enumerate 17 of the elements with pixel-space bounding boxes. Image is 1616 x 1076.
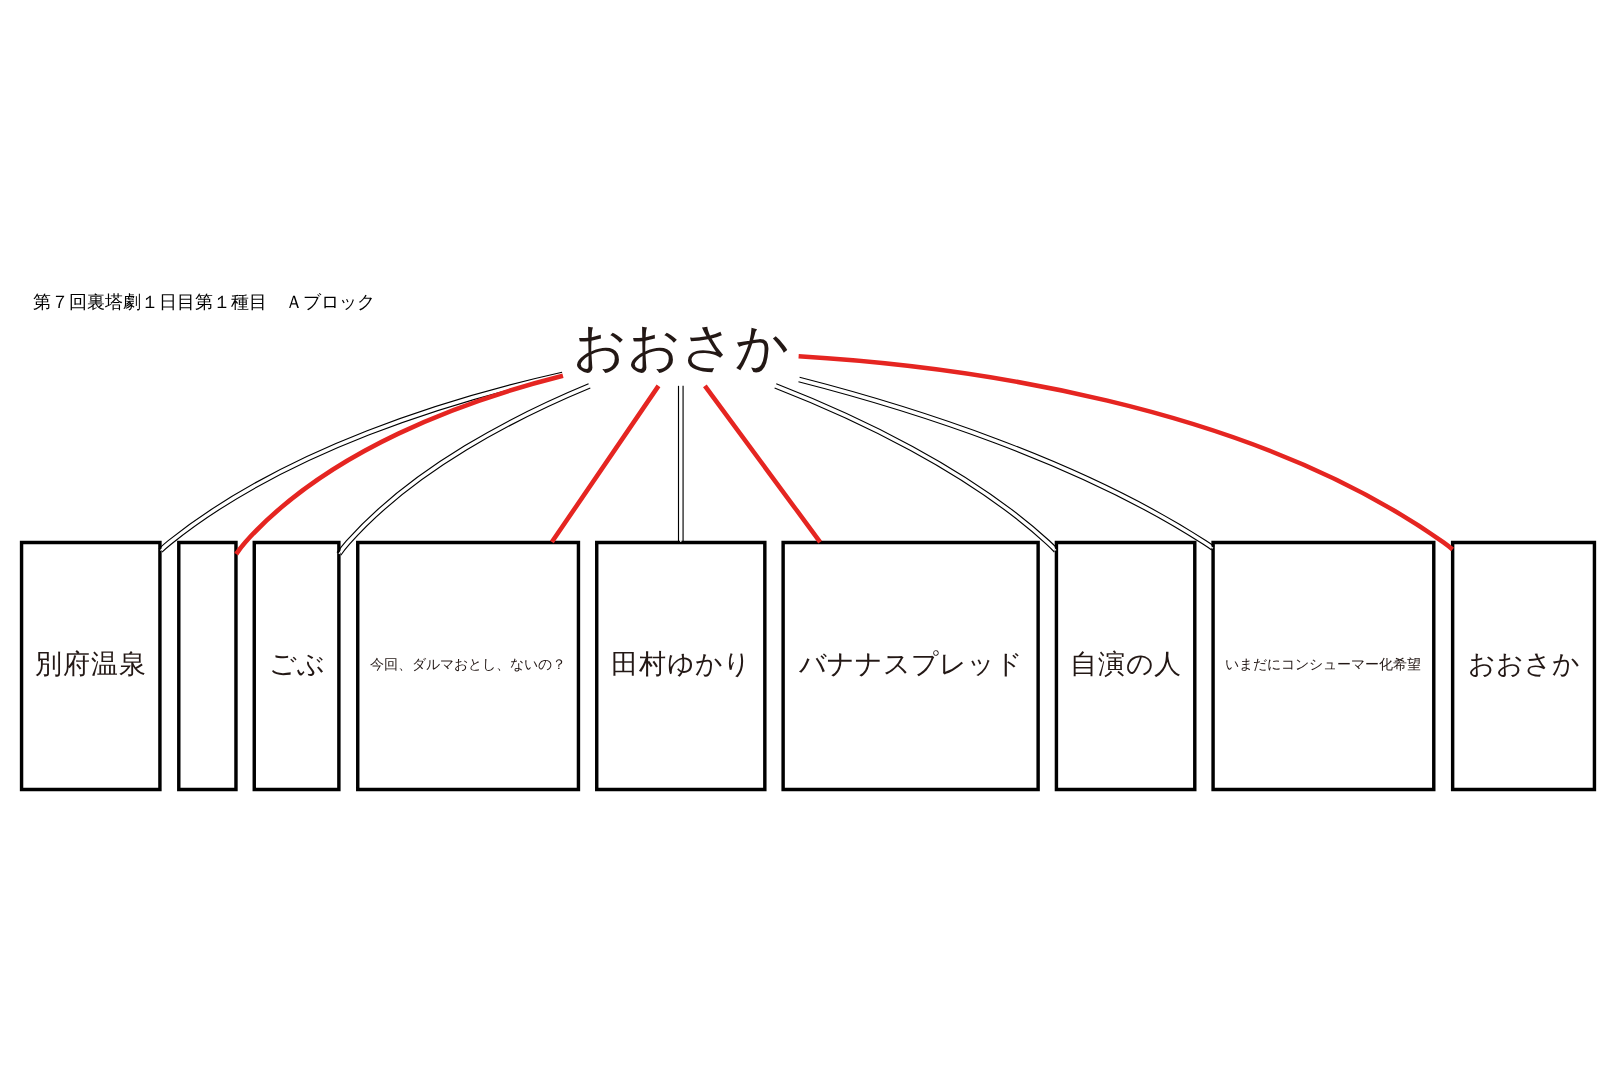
connector (774, 382, 1059, 552)
connector (549, 383, 661, 543)
connector (703, 383, 822, 543)
node-box: バナナスプレッド (781, 539, 1040, 791)
node-text: おおさか (572, 317, 789, 378)
diagram-title: 第７回裏塔劇１日目第１種目 Ａブロック (32, 292, 375, 313)
connector (336, 382, 591, 555)
node-box: 自演の人 (1054, 539, 1197, 791)
node-box: おおさか (1450, 539, 1597, 791)
connector (677, 384, 684, 542)
node-box: 田村ゆかり (595, 539, 767, 791)
connector (234, 372, 564, 555)
node-box: ごぶ (252, 539, 341, 791)
connector (797, 375, 1215, 550)
node-box (177, 539, 238, 791)
connector (798, 352, 1454, 551)
node-box: 別府温泉 (19, 539, 162, 791)
